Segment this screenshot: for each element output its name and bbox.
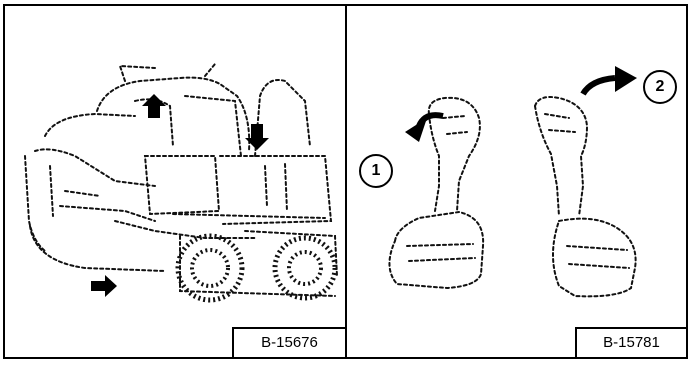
joystick-panel: 1 2 B-15781 bbox=[347, 6, 686, 357]
wheel-icon bbox=[175, 233, 338, 303]
joystick-right-icon bbox=[534, 96, 637, 298]
callout-1: 1 bbox=[359, 154, 393, 188]
curved-arrow-right-icon bbox=[580, 66, 637, 96]
panel-divider bbox=[345, 6, 347, 357]
arrow-up-icon bbox=[142, 94, 166, 118]
arrow-right-icon bbox=[91, 275, 117, 297]
joystick-left-icon bbox=[388, 96, 485, 290]
illustration-figure: B-15676 1 2 bbox=[3, 4, 688, 359]
figure-code-label: B-15676 bbox=[232, 327, 345, 357]
skid-steer-loader-icon bbox=[24, 63, 338, 297]
arrow-down-icon bbox=[245, 124, 269, 150]
figure-code-label: B-15781 bbox=[575, 327, 686, 357]
callout-2: 2 bbox=[643, 70, 677, 104]
curved-arrow-left-icon bbox=[405, 112, 444, 142]
loader-panel: B-15676 bbox=[5, 6, 345, 357]
